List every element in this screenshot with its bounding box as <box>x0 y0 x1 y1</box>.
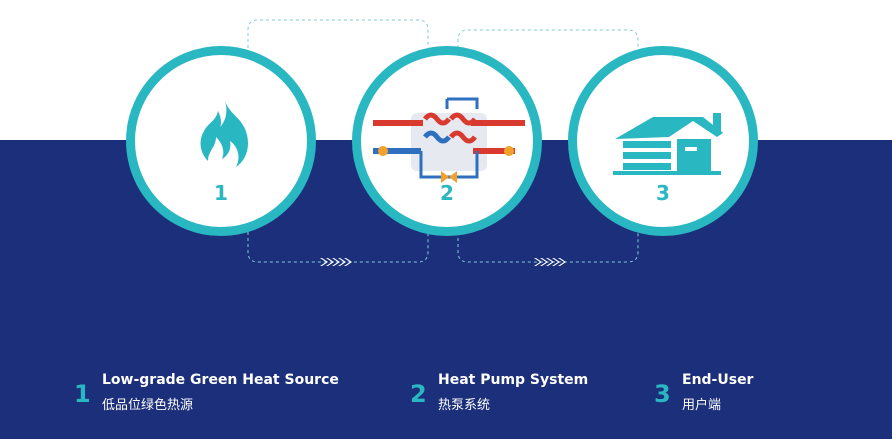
flame-icon <box>200 101 248 167</box>
step-1-title: Low-grade Green Heat Source <box>102 372 339 388</box>
connector-top-1-2 <box>247 19 429 48</box>
step-1-subtitle: 低品位绿色热源 <box>102 398 194 413</box>
step-2-caption-number: 2 <box>410 380 427 408</box>
step-3-subtitle: 用户端 <box>682 398 722 413</box>
connector-bottom-1-2 <box>247 232 429 263</box>
step-1-circle: 1 <box>126 46 316 236</box>
chevron-arrows-1 <box>320 258 352 266</box>
step-2-title: Heat Pump System <box>438 372 589 388</box>
step-3-circle: 3 <box>568 46 758 236</box>
step-3-number: 3 <box>656 181 670 205</box>
step-2-number: 2 <box>440 181 454 205</box>
heat-pump-diagram-icon <box>373 97 525 183</box>
step-1-caption-number: 1 <box>74 380 91 408</box>
connector-top-2-3 <box>457 29 639 48</box>
house-icon <box>613 113 723 175</box>
step-3-caption-number: 3 <box>654 380 671 408</box>
chevron-arrows-2 <box>534 258 566 266</box>
step-1-number: 1 <box>214 181 228 205</box>
step-2-circle: 2 <box>352 46 542 236</box>
step-2-subtitle: 热泵系统 <box>438 398 491 413</box>
step-3-title: End-User <box>682 372 754 388</box>
connector-bottom-2-3 <box>457 232 639 263</box>
